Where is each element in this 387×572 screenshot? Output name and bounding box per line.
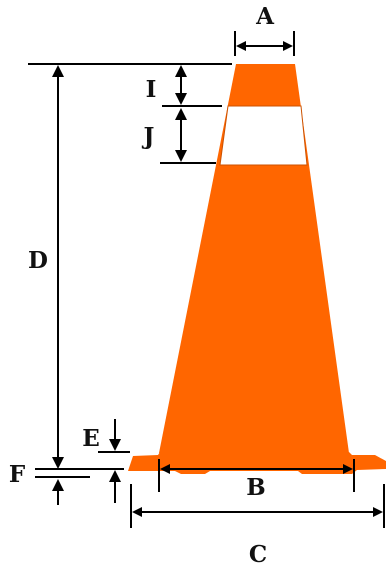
label-a: A — [255, 3, 275, 30]
label-d: D — [28, 247, 48, 274]
dimension-d: D — [28, 63, 232, 469]
label-b: B — [246, 474, 265, 501]
dimension-f: F — [9, 461, 124, 505]
dimension-i: I — [146, 65, 222, 107]
dimension-j: J — [142, 108, 216, 164]
reflective-band — [219, 105, 308, 166]
label-c: C — [249, 541, 267, 568]
label-f: F — [9, 461, 26, 488]
dimension-a: A — [234, 3, 295, 56]
label-i: I — [146, 76, 157, 103]
label-e: E — [82, 425, 100, 452]
traffic-cone — [128, 64, 386, 474]
dimension-c: C — [130, 484, 385, 568]
label-j: J — [142, 123, 155, 150]
dimension-b: B — [158, 459, 355, 501]
dimension-e: E — [82, 419, 130, 503]
